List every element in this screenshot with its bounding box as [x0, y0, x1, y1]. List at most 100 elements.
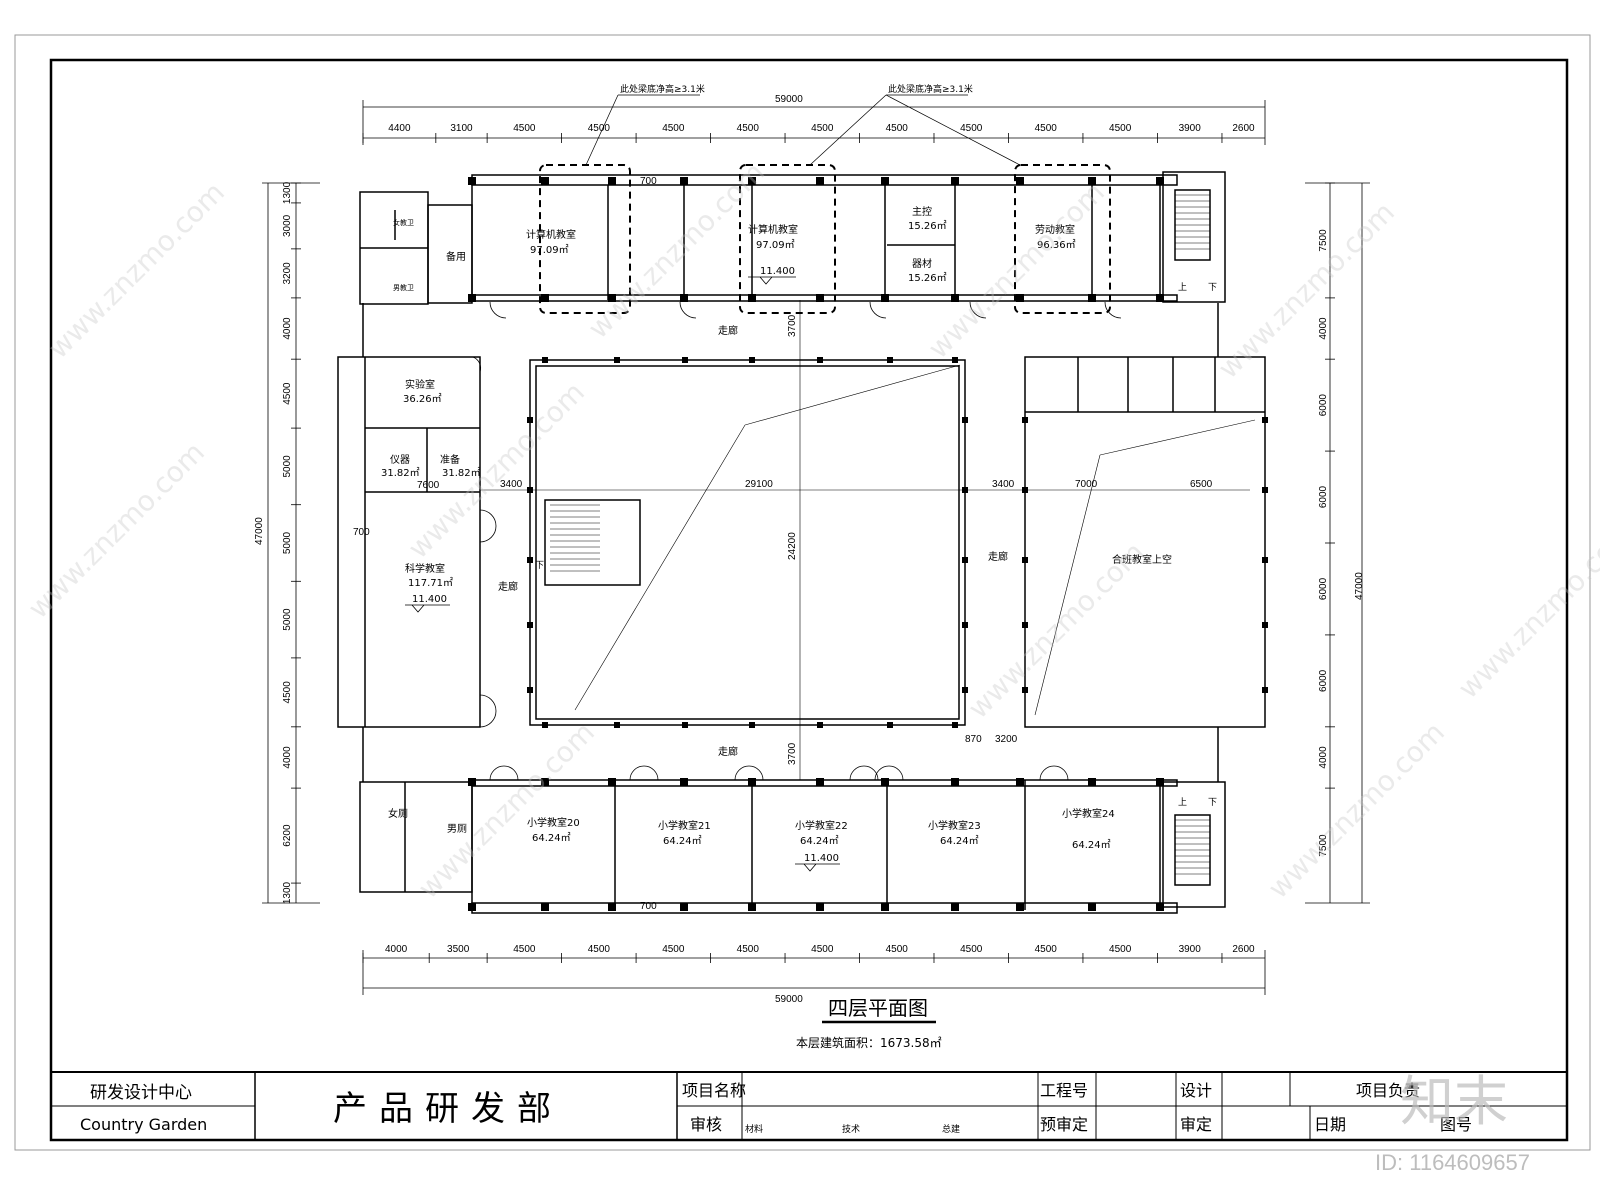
level-markers — [405, 276, 840, 872]
svg-text:www.znzmo.com: www.znzmo.com — [1212, 196, 1401, 385]
column — [817, 357, 823, 363]
column — [962, 487, 968, 493]
right-total-dim: 47000 — [1354, 572, 1365, 600]
door-arc — [1039, 765, 1069, 781]
left-dim-10: 6200 — [282, 824, 293, 847]
svg-text:www.znzmo.com: www.znzmo.com — [922, 176, 1111, 365]
column — [680, 778, 688, 786]
beam-highlight-boxes — [539, 164, 1111, 314]
column — [468, 903, 476, 911]
svg-text:24200: 24200 — [787, 532, 798, 560]
company-name: 研发设计中心 — [90, 1083, 192, 1103]
column — [1262, 687, 1268, 693]
column — [527, 417, 533, 423]
label-tech: 技术 — [842, 1123, 860, 1135]
door-arc — [489, 301, 507, 319]
right-dim-5: 6000 — [1318, 669, 1329, 692]
top-dim-10: 4500 — [1109, 123, 1132, 134]
svg-text:www.znzmo.com: www.znzmo.com — [962, 536, 1151, 725]
column — [468, 778, 476, 786]
room-spare-name: 备用 — [446, 250, 466, 263]
room-wc-m: 男厕 — [447, 823, 467, 835]
bottom-dim-4: 4500 — [662, 944, 685, 955]
column — [887, 357, 893, 363]
room-equip-area: 15.26㎡ — [908, 272, 947, 284]
room-c21-name: 小学教室21 — [658, 819, 711, 832]
bottom-dim-11: 3900 — [1179, 944, 1202, 955]
room-science-level: 11.400 — [412, 594, 447, 605]
door-swings — [472, 301, 1122, 781]
column — [1088, 903, 1096, 911]
column — [680, 177, 688, 185]
top-dim-11: 3900 — [1179, 123, 1202, 134]
room-c22-name: 小学教室22 — [795, 819, 848, 832]
room-c22-area: 64.24㎡ — [800, 835, 839, 847]
column — [1088, 778, 1096, 786]
column — [816, 177, 824, 185]
column — [962, 622, 968, 628]
column — [680, 294, 688, 302]
top-dim-5: 4500 — [737, 123, 760, 134]
drawing-border — [49, 58, 1569, 1142]
column — [749, 357, 755, 363]
right-dim-2: 6000 — [1318, 394, 1329, 417]
door-arc — [479, 694, 497, 728]
room-c23-area: 64.24㎡ — [940, 835, 979, 847]
title-block — [51, 1071, 1567, 1140]
column — [1088, 177, 1096, 185]
top-dim-8: 4500 — [960, 123, 983, 134]
svg-text:3400: 3400 — [500, 479, 523, 490]
door-arc — [969, 301, 987, 319]
column — [682, 357, 688, 363]
column — [881, 177, 889, 185]
top-dim-4: 4500 — [662, 123, 685, 134]
svg-text:700: 700 — [640, 901, 657, 912]
door-arc — [874, 765, 904, 781]
left-dim-1: 3000 — [282, 214, 293, 237]
column — [887, 722, 893, 728]
room-lab-name: 实验室 — [405, 378, 435, 391]
left-total-dim: 47000 — [254, 517, 265, 545]
bottom-dim-9: 4500 — [1035, 944, 1058, 955]
room-c20-area: 64.24㎡ — [532, 832, 571, 844]
column — [951, 177, 959, 185]
column — [748, 903, 756, 911]
svg-text:870: 870 — [965, 734, 982, 745]
column — [1022, 487, 1028, 493]
watermark-id: ID: 1164609657 — [1375, 1150, 1530, 1175]
top-dim-12: 2600 — [1232, 123, 1255, 134]
left-dim-7: 5000 — [282, 608, 293, 631]
top-dim-6: 4500 — [811, 123, 834, 134]
column — [1022, 622, 1028, 628]
room-prep-area: 31.82㎡ — [442, 467, 481, 479]
room-comp1-name: 计算机教室 — [526, 228, 576, 241]
column — [1262, 622, 1268, 628]
room-instr-name: 仪器 — [390, 454, 410, 466]
column — [952, 722, 958, 728]
room-science-area: 117.71㎡ — [408, 577, 453, 589]
label-project-name: 项目名称 — [682, 1081, 746, 1100]
right-dim-4: 6000 — [1318, 577, 1329, 600]
left-dims: 1300300032004000450050005000500045004000… — [282, 181, 301, 904]
room-wc-f-top: 女教卫 — [393, 218, 414, 227]
svg-text:6500: 6500 — [1190, 479, 1213, 490]
note-beam-right: 此处梁底净高≥3.1米 — [888, 83, 973, 95]
column — [1016, 294, 1024, 302]
column — [1022, 557, 1028, 563]
column — [468, 177, 476, 185]
room-corr-top: 走廊 — [718, 324, 738, 337]
room-control-area: 15.26㎡ — [908, 220, 947, 232]
room-comp2-area: 97.09㎡ — [756, 239, 795, 251]
column — [541, 778, 549, 786]
bottom-dim-3: 4500 — [588, 944, 611, 955]
column — [527, 687, 533, 693]
svg-text:3200: 3200 — [995, 734, 1018, 745]
column — [541, 294, 549, 302]
company-english: Country Garden — [80, 1115, 207, 1134]
column — [541, 903, 549, 911]
left-dim-9: 4000 — [282, 746, 293, 769]
right-dim-6: 4000 — [1318, 746, 1329, 769]
right-dim-1: 4000 — [1318, 317, 1329, 340]
bottom-dim-0: 4000 — [385, 944, 408, 955]
